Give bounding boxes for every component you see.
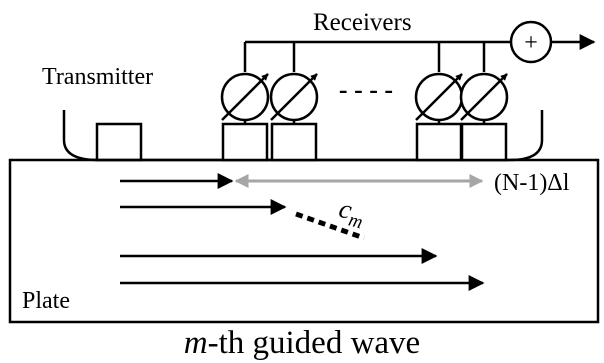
adjust-arrow-icon [270,73,318,121]
transmitter-transducer [95,122,143,162]
receivers-label: Receivers [313,9,412,36]
receivers-ellipsis: - - - - [339,75,393,104]
signal-bus [243,40,510,72]
summation-symbol: + [524,30,538,56]
velocity-trend-dashes [295,211,365,241]
plate-label: Plate [22,288,70,314]
caption: m-th guided wave [184,325,420,361]
adjust-arrow-icon [415,73,463,121]
receiver-transducer [415,122,463,162]
adjust-arrow-icon [221,73,269,121]
receiver-1 [220,72,270,162]
velocity-subscript: m [346,210,365,234]
adjust-arrow-icon [460,73,508,121]
receiver-transducer [270,122,318,162]
receiver-n [459,72,509,162]
receiver-2 [269,72,319,162]
transmitter-label: Transmitter [42,64,153,90]
receiver-span-label: (N-1)Δl [494,170,570,196]
receiver-transducer [221,122,269,162]
velocity-label: cm [335,193,369,233]
caption-text: -th guided wave [208,325,421,361]
caption-mode: m [184,325,208,361]
receiver-n-minus-1 [414,72,464,162]
receiver-transducer [460,122,508,162]
